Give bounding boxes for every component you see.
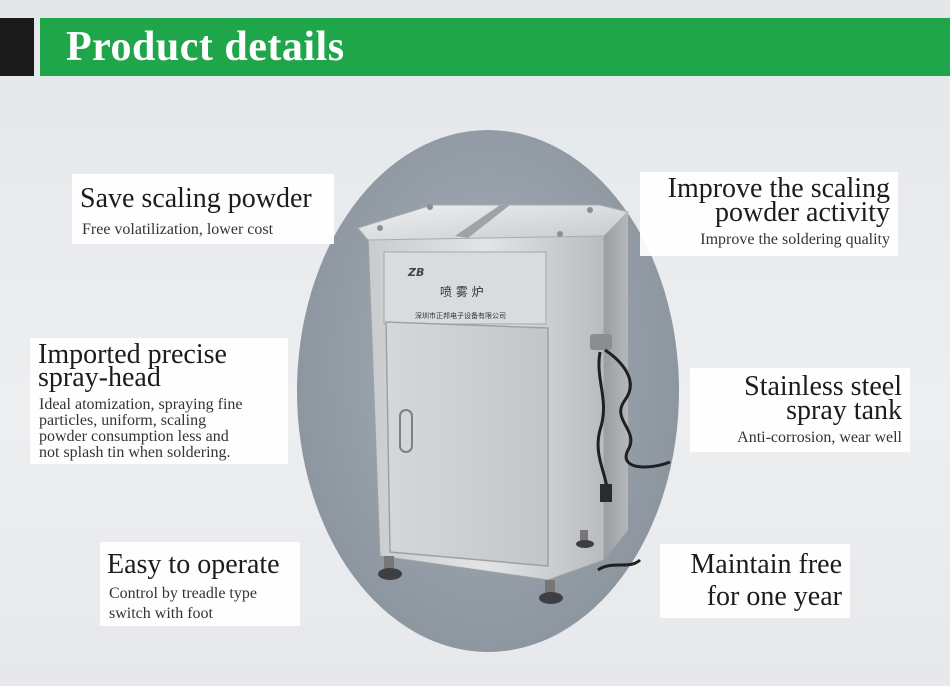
feature-card-spray-head: Imported precise spray-head Ideal atomiz… (30, 338, 288, 464)
product-backdrop-ellipse (297, 130, 679, 652)
feature-card-save-powder: Save scaling powder Free volatilization,… (72, 174, 334, 244)
feature-card-steel-tank: Stainless steel spray tank Anti-corrosio… (690, 368, 910, 452)
feature-desc-line2: particles, uniform, scaling (39, 412, 207, 429)
page-title: Product details (66, 24, 345, 70)
feature-subtitle: Free volatilization, lower cost (82, 221, 274, 238)
feature-title-line2: for one year (706, 581, 842, 612)
feature-subtitle: Improve the soldering quality (700, 231, 890, 248)
feature-card-maintain-free: Maintain free for one year (660, 544, 850, 618)
feature-subtitle: Anti-corrosion, wear well (737, 429, 902, 446)
header-banner (40, 18, 950, 76)
feature-desc-line1: Control by treadle type (109, 585, 257, 602)
feature-desc-line3: powder consumption less and (39, 428, 229, 445)
feature-title-line2: spray tank (786, 395, 902, 426)
header-bar: Product details (0, 18, 950, 76)
feature-title-line1: Improve the scaling (667, 173, 890, 204)
header-accent-block (0, 18, 34, 76)
feature-title: Easy to operate (107, 549, 280, 580)
feature-title: Save scaling powder (80, 183, 312, 214)
feature-desc-line4: not splash tin when soldering. (39, 444, 231, 461)
feature-title-line1: Imported precise (38, 339, 227, 370)
feature-title-line2: powder activity (715, 197, 890, 228)
feature-title-line1: Stainless steel (744, 371, 902, 402)
feature-desc-line2: switch with foot (109, 605, 213, 622)
feature-title-line1: Maintain free (690, 549, 842, 580)
feature-card-easy-operate: Easy to operate Control by treadle type … (100, 542, 300, 626)
feature-desc-line1: Ideal atomization, spraying fine (39, 396, 243, 413)
feature-card-improve-activity: Improve the scaling powder activity Impr… (640, 172, 898, 256)
feature-title-line2: spray-head (38, 362, 161, 393)
